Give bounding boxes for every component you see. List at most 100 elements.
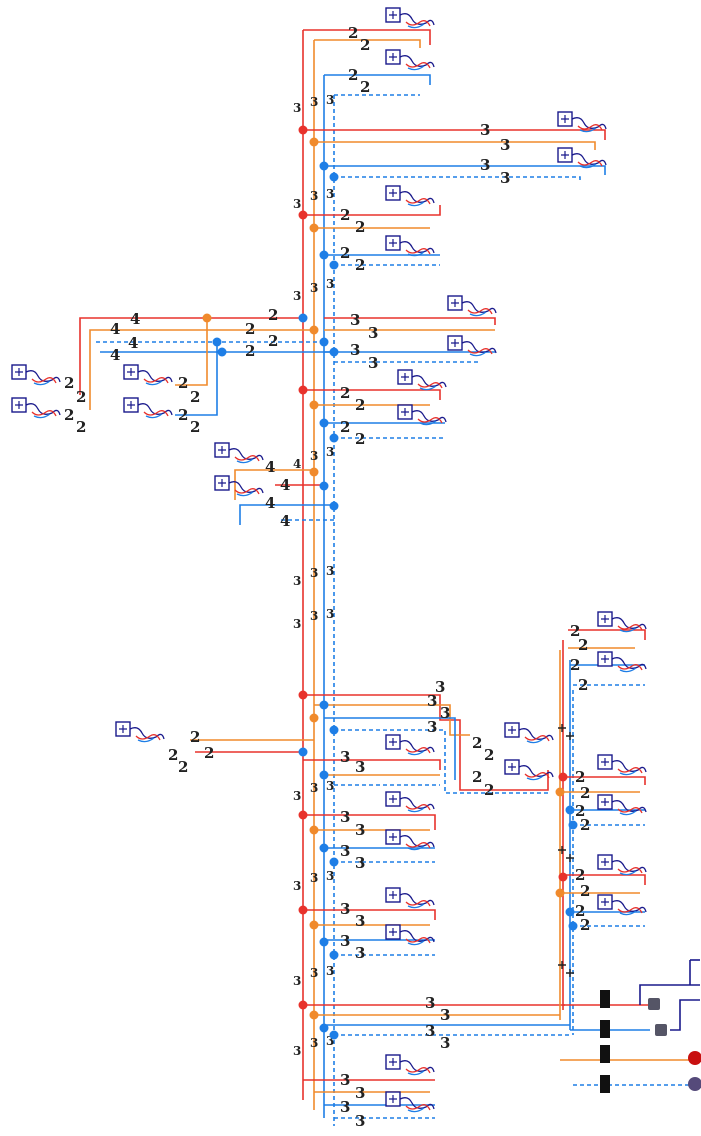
pipe-junction-icon [299,386,308,395]
room-unit [505,723,553,743]
pipe-size-label: 3 [293,1044,301,1058]
pump-icon [648,998,660,1010]
pipe-size-label: 3 [310,449,318,463]
room-unit [386,186,434,206]
pipe-size-label: 2 [472,734,482,752]
pipe-size-label: 2 [580,916,590,934]
pipe-junction-icon [310,224,319,233]
pipe-size-label: 3 [340,1098,350,1116]
pipe-size-label: 2 [348,66,358,84]
pipe-size-label: 3 [500,136,510,154]
pipe-junction-icon [566,908,575,917]
pipe-junction-icon [559,773,568,782]
pipe-size-label: 3 [293,617,301,631]
room-unit [398,370,446,390]
pipe-size-label: 3 [293,789,301,803]
pipe-junction-icon [310,921,319,930]
pipe-size-label: 4 [280,476,290,494]
pipe-size-label: 2 [355,396,365,414]
pipe-size-label: 3 [440,704,450,722]
pipe-size-label: 3 [355,854,365,872]
pipe-junction-icon [218,348,227,357]
pipe-junction-icon [330,502,339,511]
pipe-junction-icon [310,401,319,410]
pipe-size-label: 3 [355,1084,365,1102]
pipe-size-label: 2 [484,746,494,764]
pipe-size-label: 3 [326,564,334,578]
pipe-size-label: 2 [340,384,350,402]
pipe-junction-icon [310,826,319,835]
pipe-size-label: 3 [480,156,490,174]
pipe-size-label: 3 [340,932,350,950]
pipe-size-label: 2 [178,374,188,392]
pipe-segment [303,815,435,830]
pipe-size-label: 2 [340,244,350,262]
pipe-size-label: 3 [326,187,334,201]
pipe-junction-icon [556,889,565,898]
pipe-junction-icon [310,138,319,147]
pipe-size-label: 2 [580,816,590,834]
pipe-junction-icon [320,419,329,428]
pipe-size-label: 2 [348,24,358,42]
pipe-size-label: 3 [355,912,365,930]
pipe-size-label: 3 [440,1006,450,1024]
pipe-size-label: 3 [293,289,301,303]
pipe-size-label: 4 [110,346,120,364]
pipe-size-label: 3 [326,607,334,621]
pipe-size-label: 3 [425,994,435,1012]
pipe-size-label: 2 [340,206,350,224]
pipe-size-label: 3 [500,169,510,187]
pipe-size-label: 2 [245,342,255,360]
pipe-junction-icon [203,314,212,323]
pipe-segment [324,166,605,175]
pipe-junction-icon [330,348,339,357]
pipe-size-label: 3 [310,95,318,109]
pipe-size-label: 3 [425,1022,435,1040]
pipe-size-label: 3 [355,821,365,839]
room-unit [398,405,446,425]
pipe-size-label: 4 [293,457,301,471]
pipe-size-label: 2 [472,768,482,786]
pipe-size-label: 3 [326,964,334,978]
pipe-size-label: 3 [340,900,350,918]
pipe-junction-icon [299,126,308,135]
pipe-segment [334,177,580,182]
pipe-size-label: 2 [268,332,278,350]
pipe-segment [670,1000,700,1030]
pipe-size-label: 2 [355,430,365,448]
room-unit [124,365,172,385]
pipe-junction-icon [299,314,308,323]
pipe-size-label: 3 [326,277,334,291]
room-unit [386,1092,434,1112]
pipe-segment [314,142,595,150]
pipe-junction-icon [310,1011,319,1020]
pipe-size-label: 2 [580,882,590,900]
pipe-size-label: 3 [355,1112,365,1130]
pipe-junction-icon [330,951,339,960]
room-unit [598,855,646,875]
pipe-size-label: 3 [326,779,334,793]
pipe-size-label: 3 [355,944,365,962]
pipe-size-label: 2 [570,656,580,674]
pipe-junction-icon [320,938,329,947]
pipe-size-label: 3 [326,445,334,459]
pipe-size-label: 3 [293,197,301,211]
room-unit [386,236,434,256]
pump-icon [655,1024,667,1036]
pipe-size-label: 3 [310,1036,318,1050]
pipe-junction-icon [559,873,568,882]
pipe-junction-icon [320,701,329,710]
pipe-size-label: 2 [578,636,588,654]
pipe-size-label: 2 [190,728,200,746]
room-unit [386,925,434,945]
pipe-size-label: 4 [110,320,120,338]
pipe-junction-icon [320,338,329,347]
pipe-size-label: 2 [168,746,178,764]
room-unit [12,398,60,418]
pipe-size-label: 2 [190,418,200,436]
pipe-junction-icon [310,714,319,723]
pipe-junction-icon [556,788,565,797]
pipe-size-label: 2 [64,406,74,424]
room-unit [386,888,434,908]
room-unit [598,652,646,672]
